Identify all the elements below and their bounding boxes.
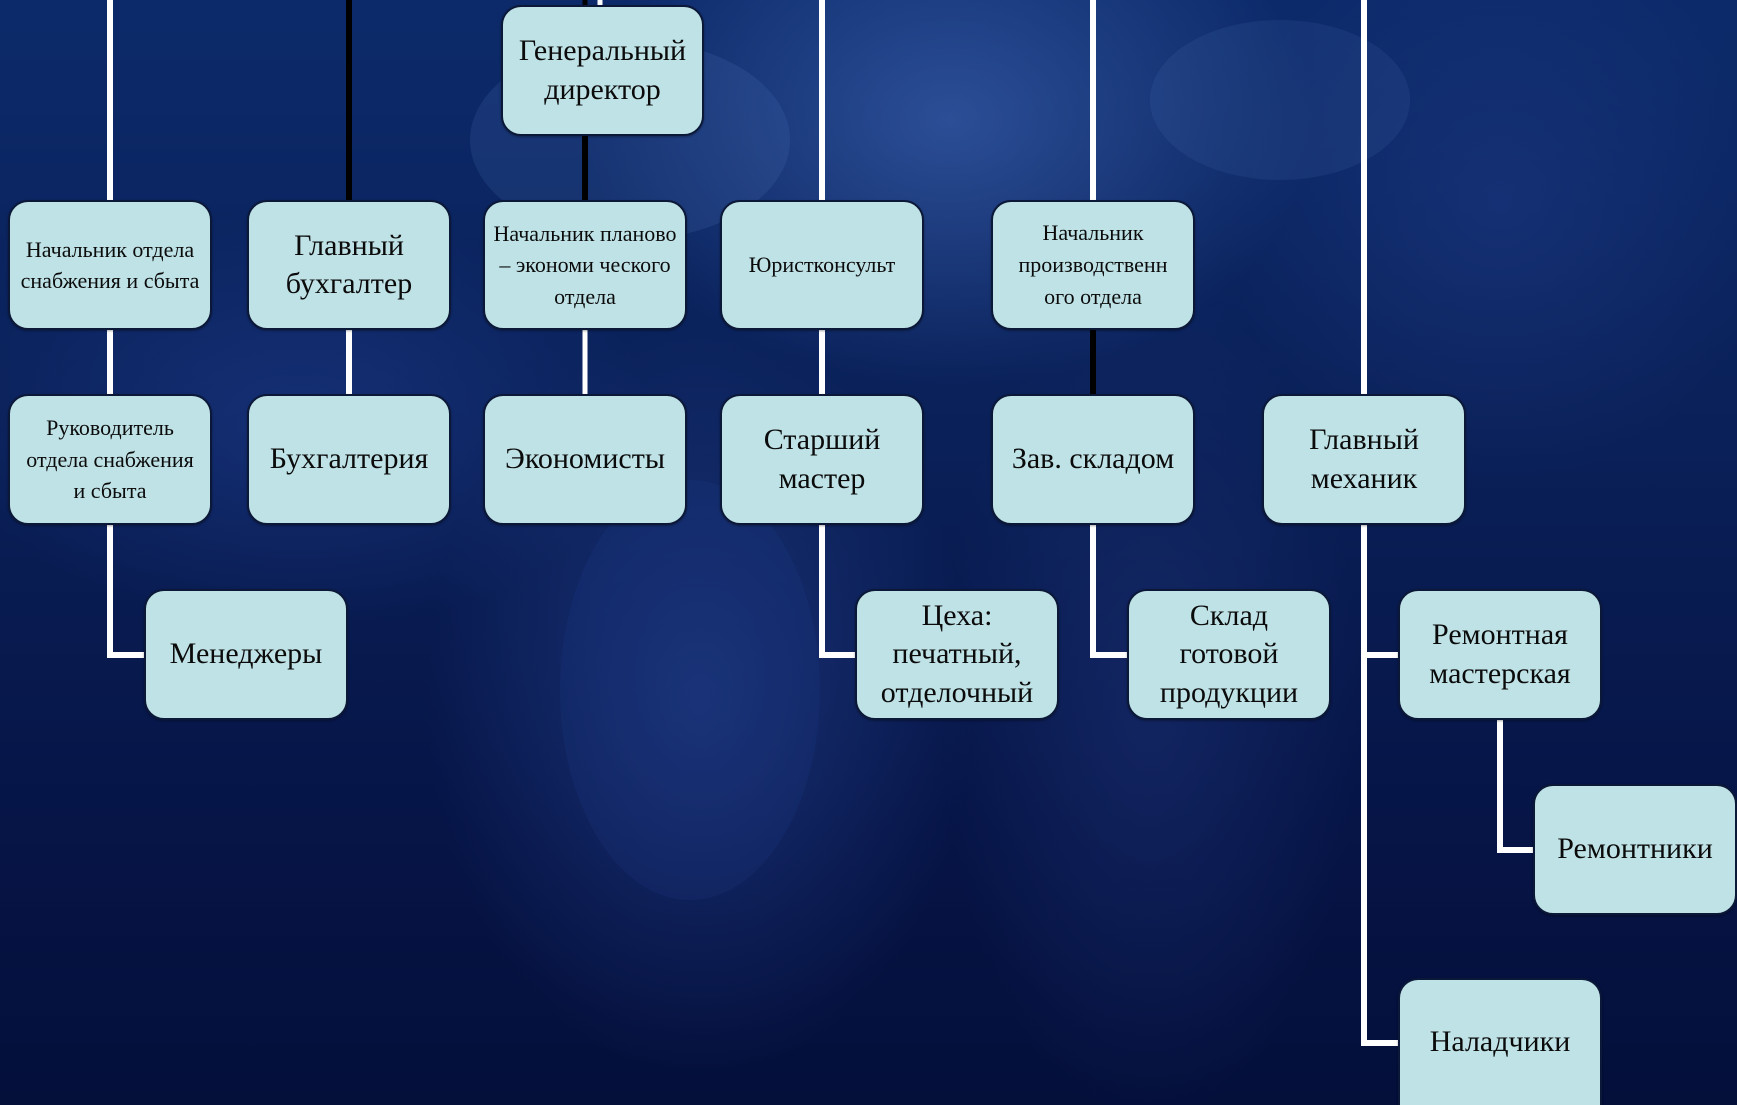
node-label: Начальник производственн ого отдела	[1018, 220, 1168, 309]
node-legal-counsel: Юристконсульт	[720, 200, 924, 330]
node-label: Бухгалтерия	[269, 442, 429, 476]
node-supply-manager: Руководитель отдела снабжения и сбыта	[8, 394, 212, 525]
node-chief-mechanic: Главный механик	[1262, 394, 1466, 525]
connector-line	[107, 520, 149, 658]
node-head-supply: Начальник отдела снабжения и сбыта	[8, 200, 212, 330]
node-label: Главный механик	[1309, 423, 1419, 495]
node-workshops: Цеха: печатный, отделочный	[855, 589, 1059, 720]
node-label: Экономисты	[505, 442, 665, 476]
node-adjusters: Наладчики	[1398, 978, 1602, 1105]
connector-line	[1497, 716, 1538, 853]
node-label: Наладчики	[1429, 1025, 1571, 1059]
node-accounting: Бухгалтерия	[247, 394, 451, 525]
connector-line	[1090, 520, 1132, 658]
node-economists: Экономисты	[483, 394, 687, 525]
node-label: Зав. складом	[1011, 442, 1175, 476]
node-label: Склад готовой продукции	[1159, 598, 1299, 709]
node-senior-master: Старший мастер	[720, 394, 924, 525]
node-general-director: Генеральный директор	[501, 5, 704, 136]
node-label: Цеха: печатный, отделочный	[880, 598, 1034, 709]
node-chief-accountant: Главный бухгалтер	[247, 200, 451, 330]
node-label: Главный бухгалтер	[285, 228, 413, 300]
connector-line	[1361, 520, 1403, 1046]
node-finished-goods: Склад готовой продукции	[1127, 589, 1331, 720]
node-head-production: Начальник производственн ого отдела	[991, 200, 1195, 330]
node-label: Ремонтники	[1557, 832, 1713, 866]
node-label: Юристконсульт	[748, 252, 896, 278]
node-label: Начальник отдела снабжения и сбыта	[20, 236, 200, 293]
node-label: Старший мастер	[763, 423, 881, 495]
node-head-planning: Начальник планово – экономи ческого отде…	[483, 200, 687, 330]
node-managers: Менеджеры	[144, 589, 348, 720]
node-label: Генеральный директор	[518, 34, 687, 106]
background-shape	[560, 480, 820, 900]
node-label: Начальник планово – экономи ческого отде…	[493, 220, 677, 309]
node-repairmen: Ремонтники	[1533, 784, 1737, 915]
node-warehouse-head: Зав. складом	[991, 394, 1195, 525]
node-label: Ремонтная мастерская	[1429, 618, 1571, 690]
node-repair-shop: Ремонтная мастерская	[1398, 589, 1602, 720]
node-label: Руководитель отдела снабжения и сбыта	[26, 415, 194, 504]
connector-line	[819, 520, 860, 658]
node-label: Менеджеры	[169, 637, 323, 671]
